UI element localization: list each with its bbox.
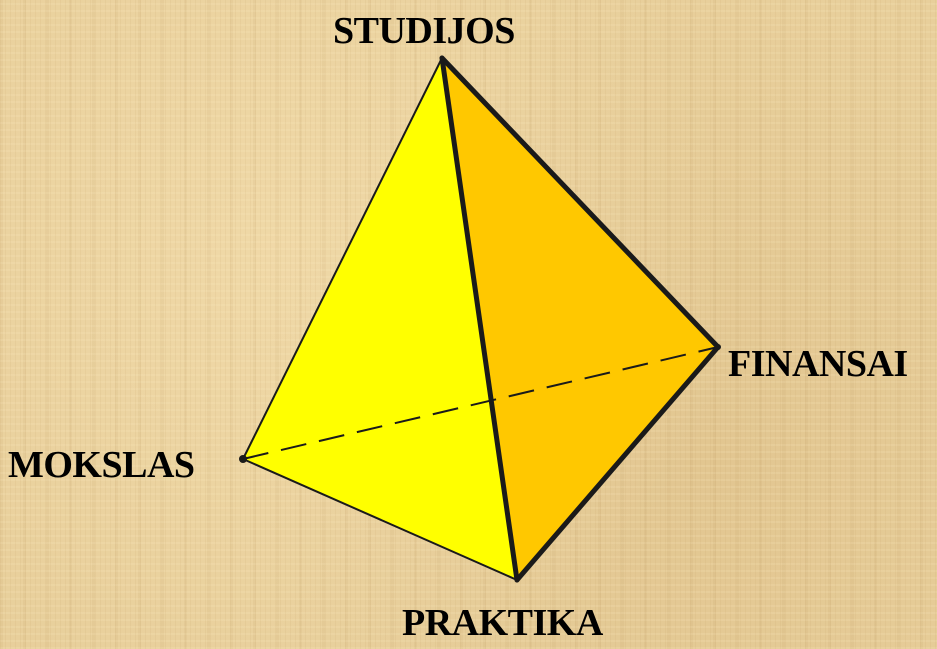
vertex-right-marker: [715, 344, 721, 350]
vertex-label-praktika: PRAKTIKA: [402, 604, 603, 642]
vertex-label-mokslas: MOKSLAS: [8, 446, 195, 484]
vertex-label-studijos: STUDIJOS: [333, 12, 515, 50]
vertex-label-finansai: FINANSAI: [728, 345, 908, 383]
vertex-left-marker: [239, 455, 247, 463]
